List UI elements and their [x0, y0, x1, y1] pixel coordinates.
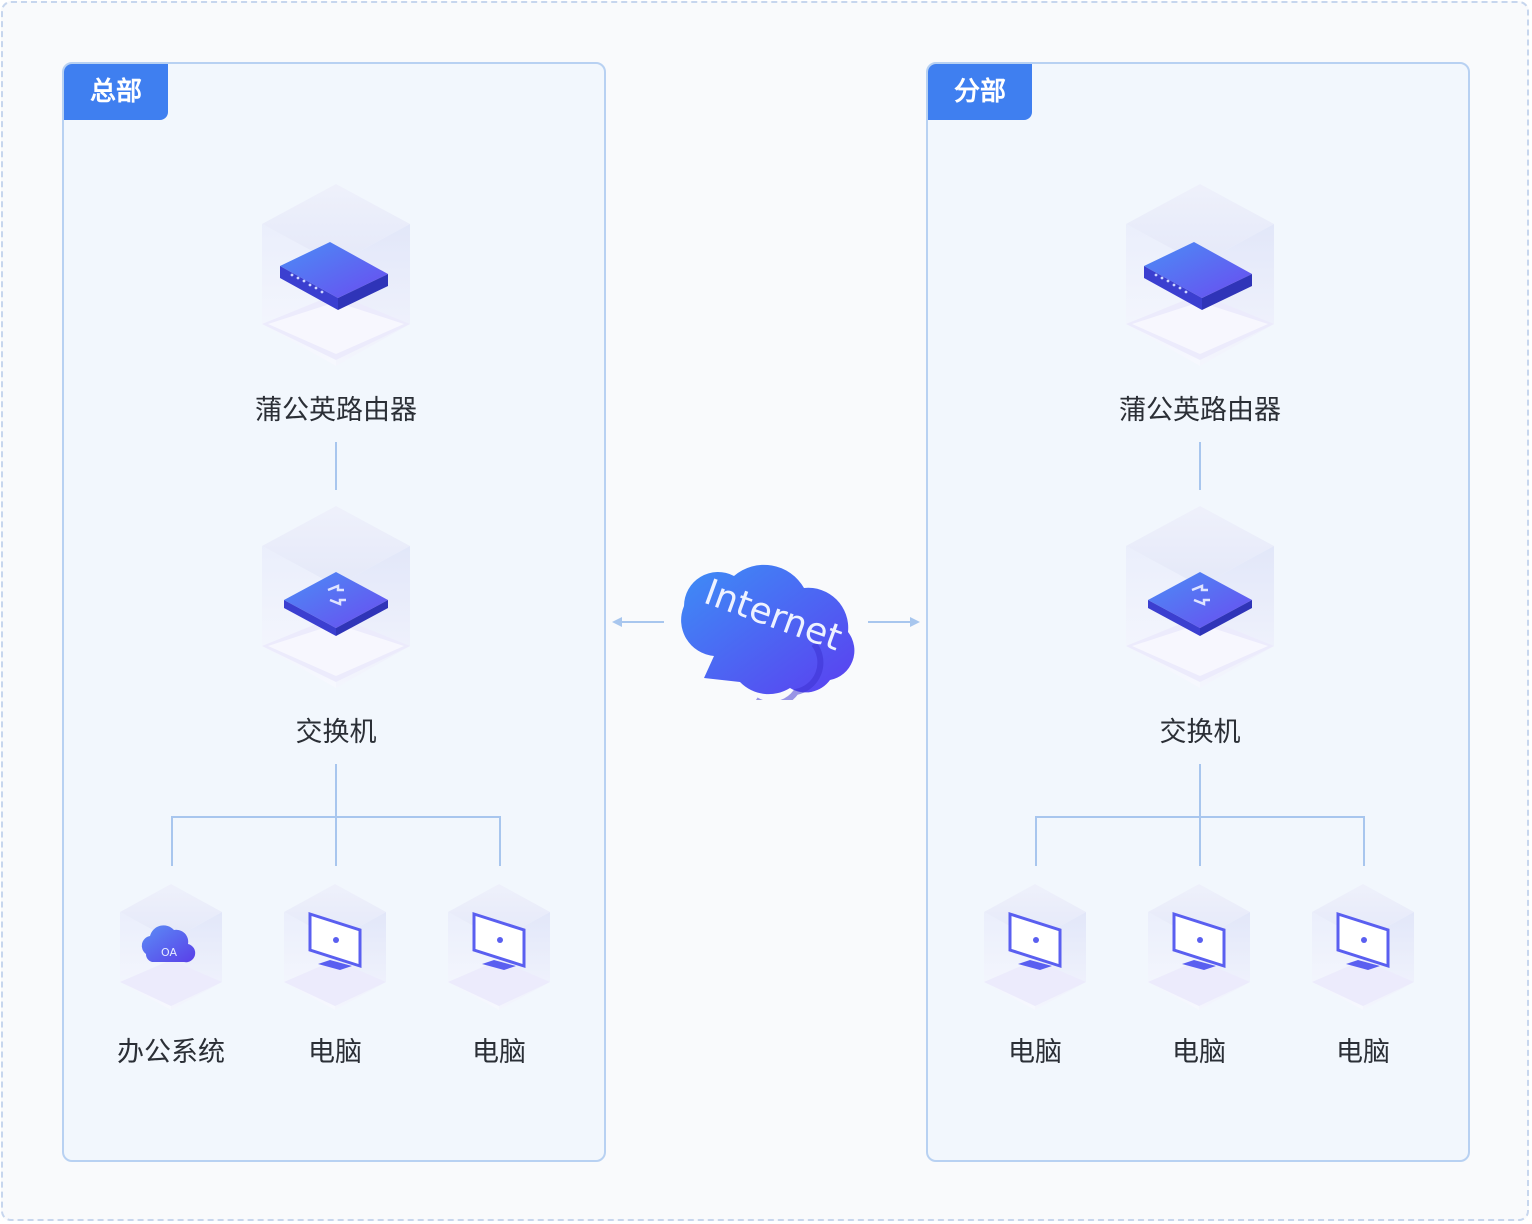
router-icon — [262, 184, 410, 366]
hq-trunk-line — [335, 764, 337, 866]
internet-cloud-icon: Internet — [681, 564, 855, 708]
branch-router-label: 蒲公英路由器 — [1119, 395, 1281, 426]
hq-switch-label: 交换机 — [295, 717, 377, 748]
hq-drop-line — [499, 816, 501, 866]
hq-router-switch-link — [335, 442, 337, 490]
hq-device-label: 办公系统 — [117, 1037, 225, 1068]
branch-trunk-line — [1199, 764, 1201, 866]
hq-device-label: 电脑 — [308, 1037, 362, 1068]
branch-drop-line — [1035, 816, 1037, 866]
branch-switch-label: 交换机 — [1159, 717, 1241, 748]
arrow-right-icon — [868, 617, 920, 627]
computer-icon — [284, 884, 386, 1010]
hq-title: 总部 — [64, 64, 168, 120]
branch-computer-node[interactable] — [1144, 882, 1254, 1012]
switch-icon — [1126, 506, 1274, 688]
branch-device-label: 电脑 — [1008, 1037, 1062, 1068]
hq-computer-node[interactable] — [444, 882, 554, 1012]
oa-cloud-icon: OA — [120, 884, 222, 1010]
branch-drop-line — [1363, 816, 1365, 866]
hq-oa-node[interactable]: OA — [116, 882, 226, 1012]
branch-device-label: 电脑 — [1336, 1037, 1390, 1068]
branch-computer-node[interactable] — [1308, 882, 1418, 1012]
branch-computer-node[interactable] — [980, 882, 1090, 1012]
branch-title: 分部 — [928, 64, 1032, 120]
arrow-left-icon — [612, 617, 664, 627]
internet-cloud[interactable]: Internet — [664, 540, 860, 708]
branch-switch-node[interactable] — [1122, 504, 1278, 690]
hq-panel: 总部 蒲公英路由器 — [62, 62, 606, 1162]
computer-icon — [1312, 884, 1414, 1010]
computer-icon — [984, 884, 1086, 1010]
computer-icon — [1148, 884, 1250, 1010]
oa-badge: OA — [161, 946, 177, 959]
branch-router-node[interactable] — [1122, 182, 1278, 368]
computer-icon — [448, 884, 550, 1010]
branch-panel: 分部 蒲公英路由器 — [926, 62, 1470, 1162]
hq-router-label: 蒲公英路由器 — [255, 395, 417, 426]
branch-device-label: 电脑 — [1172, 1037, 1226, 1068]
router-icon — [1126, 184, 1274, 366]
switch-icon — [262, 506, 410, 688]
branch-branch-line — [1035, 816, 1365, 818]
hq-computer-node[interactable] — [280, 882, 390, 1012]
hq-device-label: 电脑 — [472, 1037, 526, 1068]
hq-router-node[interactable] — [258, 182, 414, 368]
branch-router-switch-link — [1199, 442, 1201, 490]
hq-branch-line — [171, 816, 501, 818]
hq-drop-line — [171, 816, 173, 866]
hq-switch-node[interactable] — [258, 504, 414, 690]
